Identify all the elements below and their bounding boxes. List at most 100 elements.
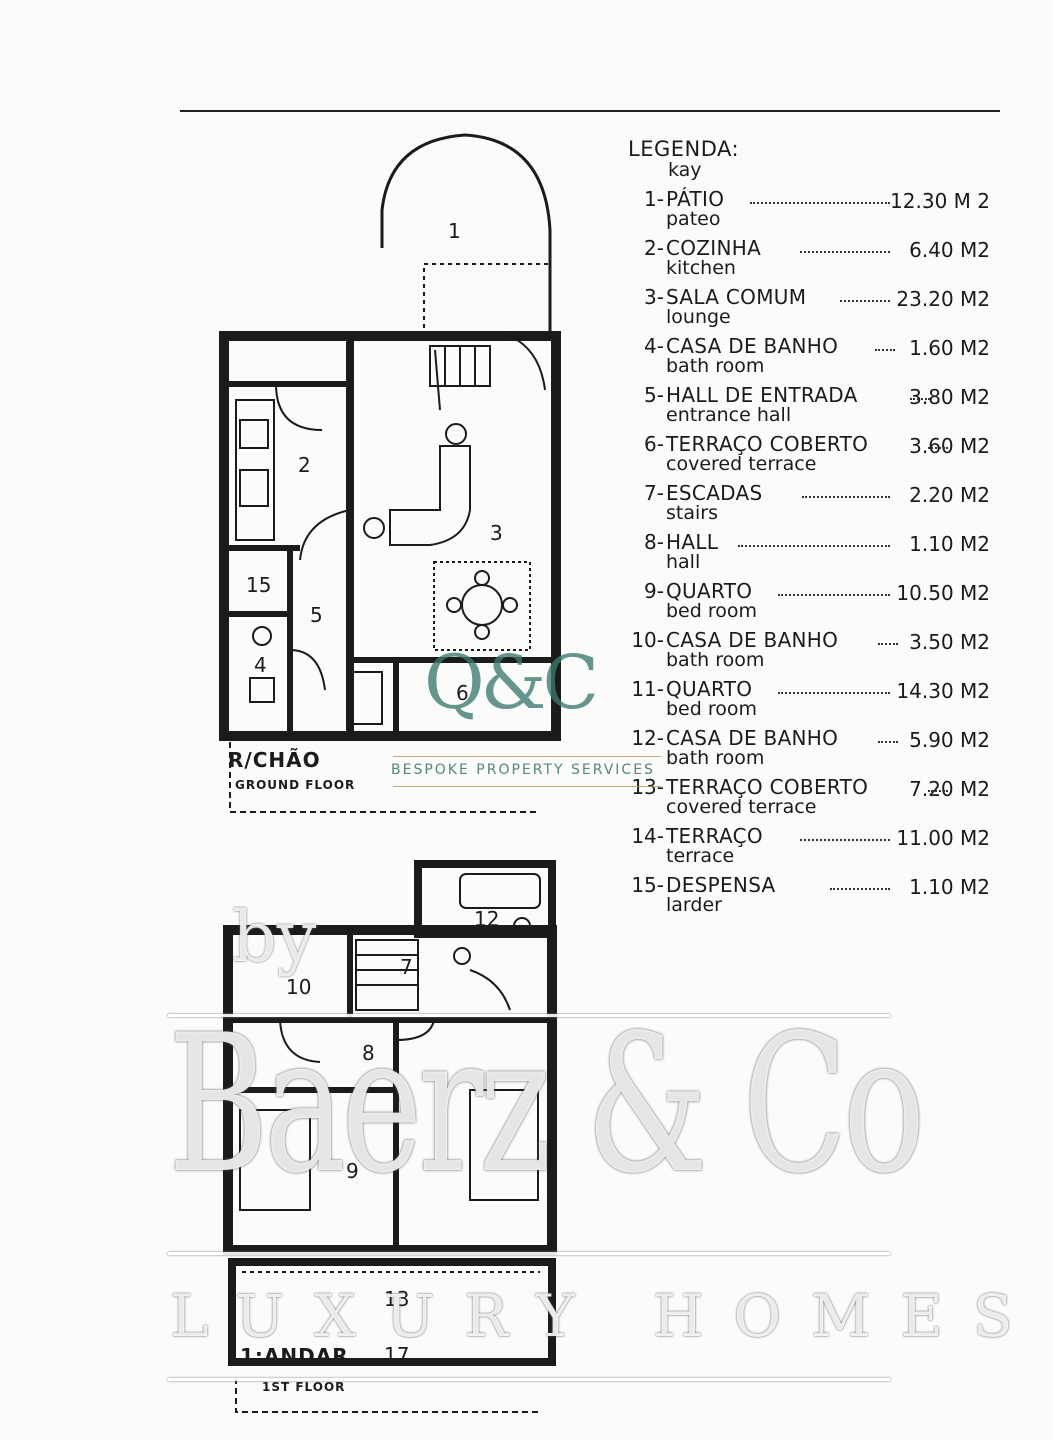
room-num-6: 6 — [456, 681, 469, 705]
legend-item-area: 2.20 M2 — [909, 483, 990, 507]
room-num-8: 8 — [362, 1041, 375, 1065]
legend-item-english: terrace — [666, 845, 735, 867]
room-num-3: 3 — [490, 521, 503, 545]
legend-item-number: 13- — [631, 775, 664, 799]
qc-tagline: BESPOKE PROPERTY SERVICES — [391, 762, 655, 778]
legend-item-name: CASA DE BANHO — [666, 628, 839, 652]
legend-leader-dots — [928, 790, 948, 792]
legend-item-number: 14- — [631, 824, 664, 848]
room-num-2: 2 — [298, 453, 311, 477]
ground-label-frame — [229, 742, 540, 813]
legend-item-area: 3.50 M2 — [909, 630, 990, 654]
legend-item-english: stairs — [666, 502, 718, 524]
legend-item-area: 11.00 M2 — [896, 826, 990, 850]
legend-item-english: covered terrace — [666, 453, 817, 475]
legend-leader-dots — [778, 594, 890, 596]
legend-item-number: 8- — [644, 530, 664, 554]
legend-item-number: 7- — [644, 481, 664, 505]
legend-item-name: TERRAÇO COBERTO — [666, 775, 869, 799]
bed-room-9 — [239, 1109, 311, 1211]
first-label-frame — [235, 1378, 540, 1413]
legend-item-english: lounge — [666, 306, 731, 328]
legend-leader-dots — [928, 447, 948, 449]
legend-item-english: covered terrace — [666, 796, 817, 818]
legend-item-name: SALA COMUM — [666, 285, 807, 309]
legend-item-english: entrance hall — [666, 404, 792, 426]
legend-item-number: 9- — [644, 579, 664, 603]
room-num-9: 9 — [346, 1159, 359, 1183]
legend-leader-dots — [910, 398, 930, 400]
legend-leader-dots — [800, 839, 890, 841]
legend-leader-dots — [878, 643, 898, 645]
legend-item-english: larder — [666, 894, 722, 916]
legend-item-number: 11- — [631, 677, 664, 701]
legend-item-english: bed room — [666, 698, 758, 720]
legend-leader-dots — [840, 300, 890, 302]
legend-item-english: kitchen — [666, 257, 736, 279]
legend-item-number: 12- — [631, 726, 664, 750]
legend-item-area: 1.10 M2 — [909, 875, 990, 899]
first-floor-sublabel: 1ST FLOOR — [262, 1380, 346, 1394]
brand-luxury: LUXURY HOMES — [170, 1282, 1043, 1350]
legend-item-english: bath room — [666, 355, 765, 377]
legend-item-area: 3.80 M2 — [909, 385, 990, 409]
room-num-7: 7 — [400, 955, 413, 979]
room-num-12: 12 — [474, 907, 499, 931]
top-rule — [180, 110, 1000, 112]
ground-outer-walls — [219, 331, 561, 741]
legend-item-english: hall — [666, 551, 701, 573]
qc-rule-bottom — [393, 786, 661, 787]
legend-item-area: 14.30 M2 — [896, 679, 990, 703]
room-num-17: 17 — [384, 1343, 409, 1367]
legend-item-name: TERRAÇO — [666, 824, 763, 848]
legend-item-name: HALL — [666, 530, 719, 554]
legend-item-number: 10- — [631, 628, 664, 652]
legend-item-number: 3- — [644, 285, 664, 309]
legend-item-number: 1- — [644, 187, 664, 211]
legend-item-area: 6.40 M2 — [909, 238, 990, 262]
sofa — [389, 445, 471, 546]
brand-rule-1 — [168, 1014, 890, 1017]
legend-item-name: COZINHA — [666, 236, 762, 260]
legend-item-name: DESPENSA — [666, 873, 776, 897]
first-room-numbers: 12 7 10 8 9 13 17 — [286, 907, 499, 1367]
legend-item-number: 15- — [631, 873, 664, 897]
brand-rule-3 — [168, 1378, 890, 1381]
legend-item-number: 4- — [644, 334, 664, 358]
legend-leader-dots — [750, 202, 890, 204]
legend-item-area: 1.60 M2 — [909, 336, 990, 360]
legend-item-number: 6- — [644, 432, 664, 456]
legend-leader-dots — [878, 741, 898, 743]
legend-item-number: 2- — [644, 236, 664, 260]
legend-item-english: bed room — [666, 600, 758, 622]
ground-floor-label: R/CHÃO — [228, 748, 321, 772]
legend-item-area: 23.20 M2 — [896, 287, 990, 311]
room-num-10: 10 — [286, 975, 311, 999]
legend-title: LEGENDA: — [628, 137, 740, 161]
legend-leader-dots — [875, 349, 895, 351]
legend-leader-dots — [802, 496, 890, 498]
legend-subtitle: kay — [668, 159, 702, 181]
legend-leader-dots — [738, 545, 890, 547]
legend-item-area: 1.10 M2 — [909, 532, 990, 556]
room-num-13: 13 — [384, 1287, 409, 1311]
legend-item-area: 12.30 M 2 — [890, 189, 990, 213]
legend-item-area: 7.20 M2 — [909, 777, 990, 801]
brand-name: Baerz & Co — [168, 994, 925, 1215]
room-num-5: 5 — [310, 603, 323, 627]
legend-item-name: CASA DE BANHO — [666, 334, 839, 358]
